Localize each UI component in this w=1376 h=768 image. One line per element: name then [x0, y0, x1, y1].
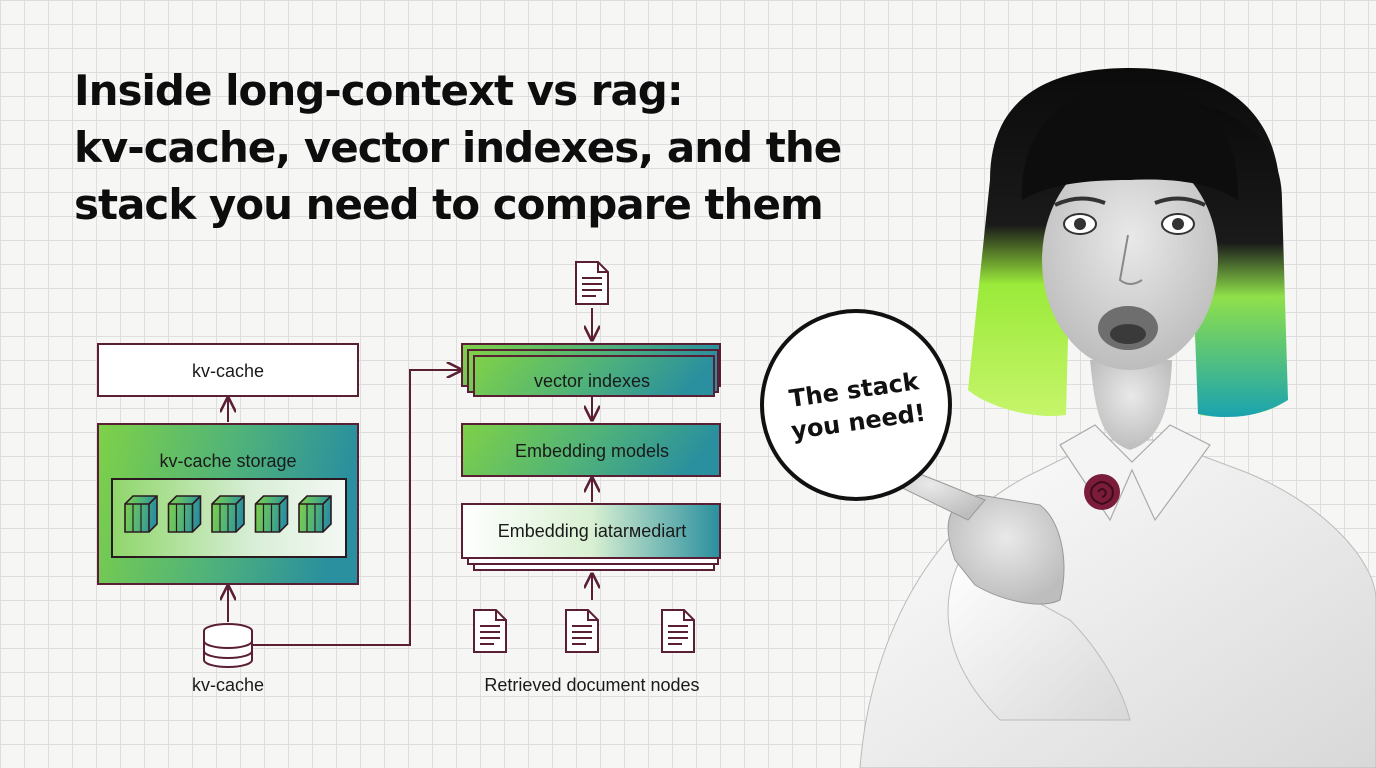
cube-icon — [167, 495, 202, 533]
kv-cache-box: kv-cache — [97, 343, 359, 397]
embedding-intermediate-label: Embedding iatarмediart — [498, 521, 686, 541]
page-title: Inside long-context vs rag: kv-cache, ve… — [74, 62, 874, 233]
cube-icon — [298, 495, 332, 533]
callout-line-1: The stack — [787, 367, 921, 413]
document-icon — [565, 609, 599, 653]
embedding-models-label: Embedding models — [515, 441, 669, 461]
document-icon — [661, 609, 695, 653]
embedding-intermediate-box: Embedding iatarмediart — [461, 503, 721, 571]
kv-cache-storage-label: kv-cache storage — [159, 451, 296, 471]
kv-cache-box-label: kv-cache — [192, 361, 264, 381]
vector-indexes-box: vector indexes — [461, 343, 721, 397]
title-line-2: kv-cache, vector indexes, and the — [74, 123, 842, 172]
cube-icon — [124, 495, 158, 533]
cube-icon — [254, 495, 289, 533]
database-icon — [203, 623, 253, 668]
retrieved-nodes-label: Retrieved document nodes — [484, 675, 699, 695]
kv-cache-storage-box: kv-cache storage — [97, 423, 359, 585]
rose-pin-icon — [1084, 474, 1120, 510]
vector-indexes-label: vector indexes — [534, 371, 650, 391]
architecture-diagram: kv-cache kv-cache storage kv-cache vecto… — [97, 261, 721, 695]
cube-icon — [211, 495, 245, 533]
kv-cache-source-label: kv-cache — [192, 675, 264, 695]
title-line-3: stack you need to compare them — [74, 180, 824, 229]
callout-line-2: you need! — [789, 399, 927, 446]
retrieved-documents — [473, 609, 695, 653]
document-icon — [473, 609, 507, 653]
document-icon — [575, 261, 609, 305]
title-line-1: Inside long-context vs rag: — [74, 66, 684, 115]
connector-arrow — [252, 370, 461, 646]
embedding-models-box: Embedding models — [461, 423, 721, 477]
